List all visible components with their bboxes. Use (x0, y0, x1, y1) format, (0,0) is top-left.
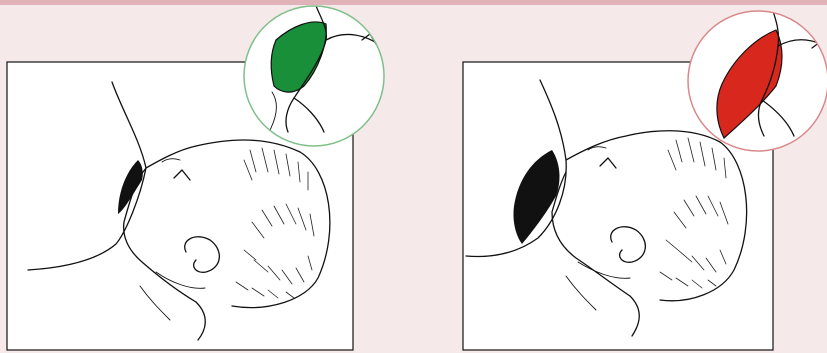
left-zoom-inset (244, 6, 384, 146)
right-panel (463, 8, 827, 350)
right-zoom-inset (688, 8, 827, 151)
left-panel (7, 6, 384, 350)
